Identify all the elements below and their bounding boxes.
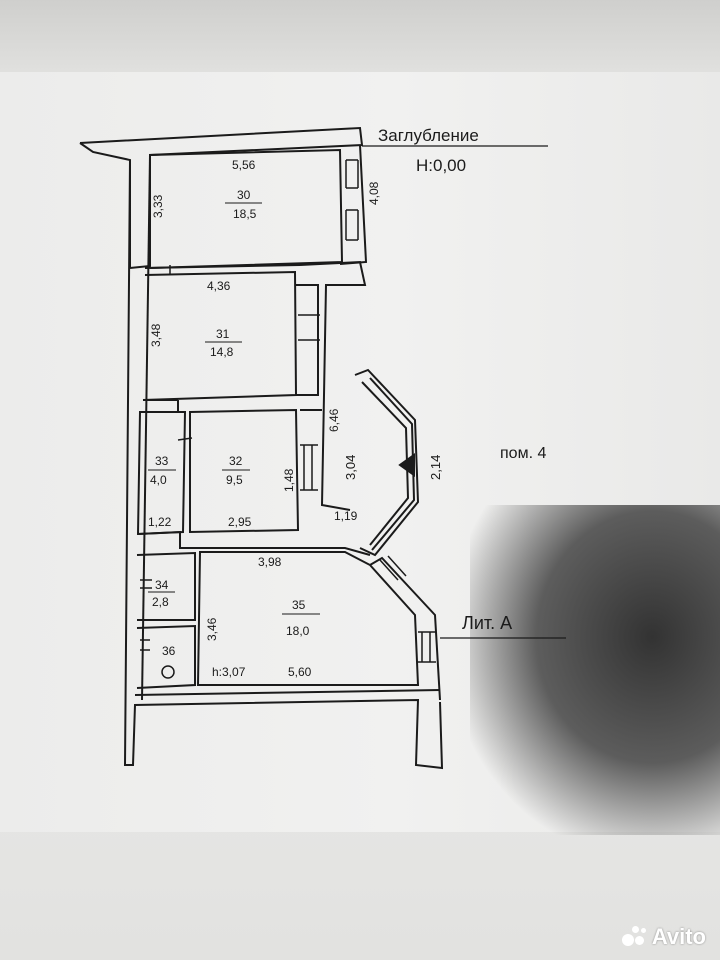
room-32-outline: [189, 408, 300, 534]
window-30-a: [345, 159, 359, 189]
window-32: [300, 444, 318, 491]
room-35-area: 18,0: [286, 624, 310, 638]
room-35-number: 35: [292, 598, 306, 612]
room-31-area: 14,8: [210, 345, 234, 359]
left-inner-wall: [141, 154, 151, 701]
dim-556: 5,56: [232, 158, 256, 172]
dim-295: 2,95: [228, 515, 252, 529]
outer-wall-left: [123, 159, 444, 770]
dim-122: 1,22: [148, 515, 172, 529]
corridor-wall: [299, 260, 367, 511]
dim-148: 1,48: [282, 468, 296, 492]
avito-wordmark: Avito: [651, 924, 706, 949]
dim-560: 5,60: [288, 665, 312, 679]
room-34-outline: [136, 551, 196, 621]
room-32-area: 9,5: [226, 473, 243, 487]
room-34-number: 34: [155, 578, 169, 592]
room-30-outline: [149, 148, 344, 269]
dim-436: 4,36: [207, 279, 231, 293]
letter-label: Лит. А: [462, 613, 512, 633]
room-36-number: 36: [162, 644, 176, 658]
bay-window: [354, 368, 420, 557]
dim-214: 2,14: [428, 455, 443, 480]
dim-408: 4,08: [367, 181, 381, 205]
ceiling-height: h:3,07: [212, 665, 246, 679]
room-33-outline: [136, 411, 187, 536]
avito-watermark: Avito: [621, 924, 706, 950]
room-33-number: 33: [155, 454, 169, 468]
wall-top-left-notch: [79, 142, 131, 268]
avito-logo-icon: [621, 924, 648, 950]
window-35: [418, 631, 436, 663]
room-30-area: 18,5: [233, 207, 257, 221]
dim-119: 1,19: [334, 509, 358, 523]
premises-label: пом. 4: [500, 445, 546, 462]
dim-333: 3,33: [151, 194, 165, 218]
door-36: [140, 639, 150, 651]
room-36-outline: [136, 624, 196, 689]
room-35-outline: [196, 551, 420, 686]
room-32-number: 32: [229, 454, 243, 468]
arrow-marker: [398, 453, 415, 477]
dim-348: 3,48: [149, 323, 163, 347]
room-34-area: 2,8: [152, 595, 169, 609]
room-31-outline: [142, 270, 298, 401]
door-34: [140, 579, 152, 589]
dim-304: 3,04: [343, 455, 358, 480]
dim-646: 6,46: [327, 408, 341, 432]
window-30-b: [345, 209, 359, 241]
dim-346: 3,46: [205, 617, 219, 641]
room-30-right-wall: [339, 144, 368, 265]
height-mark: H:0,00: [416, 156, 466, 175]
room-31-number: 31: [216, 327, 230, 341]
room-33-area: 4,0: [150, 473, 167, 487]
depth-label: Заглубление: [378, 126, 479, 145]
room-30-number: 30: [237, 188, 251, 202]
outer-wall-top: [79, 126, 364, 269]
toilet-symbol: [161, 665, 175, 679]
lower-corridor: [137, 530, 371, 556]
hand-shadow: [470, 505, 720, 835]
window-lower: [379, 555, 407, 581]
dim-398: 3,98: [258, 555, 282, 569]
window-corridor: [298, 314, 320, 341]
